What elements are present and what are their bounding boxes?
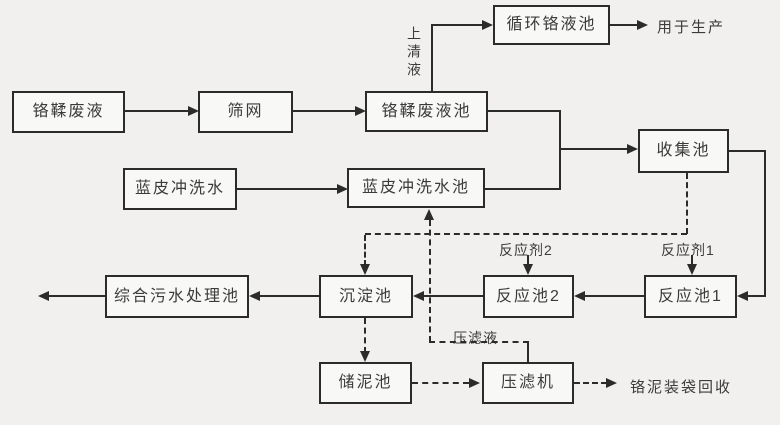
node-label: 铬鞣废液 [32, 103, 105, 120]
edge-collection-to-reaction1 [747, 295, 766, 297]
bottom-white-strip [0, 425, 780, 434]
node-blue-hide-rinse-water: 蓝皮冲洗水 [123, 168, 237, 210]
label-press-filtrate: 压滤液 [451, 328, 500, 348]
edge-filtrate-return-horizontal [429, 341, 529, 343]
node-label: 储泥池 [338, 374, 393, 391]
node-label: 蓝皮冲洗水 [134, 180, 225, 197]
label-supernatant: 上清液 [406, 26, 422, 80]
arrowhead-right-icon [188, 106, 199, 116]
arrowhead-left-icon [249, 291, 260, 301]
arrowhead-right-icon [627, 144, 638, 154]
node-label: 综合污水处理池 [113, 287, 240, 305]
label-reagent-2: 反应剂2 [499, 242, 553, 258]
edge-sludge-to-press [412, 382, 469, 384]
edge-reaction2-to-sedimentation [423, 295, 483, 297]
arrowhead-right-icon [606, 378, 617, 388]
arrowhead-down-icon [523, 264, 533, 275]
arrowhead-down-icon [360, 264, 370, 275]
edge-reaction1-to-reaction2 [584, 295, 644, 297]
arrowhead-up-icon [424, 209, 434, 220]
node-reaction-pool-1: 反应池1 [644, 275, 737, 318]
node-sedimentation-pool: 沉淀池 [319, 275, 413, 318]
node-label: 铬鞣废液池 [381, 102, 472, 120]
edge-dashed-distribution-line [365, 233, 687, 235]
edge-reagent2-feed [527, 255, 529, 267]
edge-press-to-recovery [574, 382, 607, 384]
arrowhead-right-icon [469, 378, 480, 388]
edge-screen-to-waste-pool [293, 110, 356, 112]
node-reaction-pool-2: 反应池2 [483, 275, 574, 318]
edge-merge-to-collection [559, 148, 628, 150]
edge-sedimentation-to-comprehensive [259, 295, 319, 297]
arrowhead-left-icon [737, 291, 748, 301]
edge-rinse-pool-out [485, 188, 561, 190]
edge-rinse-to-rinse-pool [237, 188, 338, 190]
edge-filtrate-return-vertical [429, 220, 431, 342]
node-sludge-storage-pool: 储泥池 [319, 362, 412, 404]
node-label: 蓝皮冲洗水池 [361, 179, 470, 196]
arrowhead-right-icon [337, 184, 348, 194]
edge-recycle-to-production [610, 24, 638, 26]
label-chrome-sludge-bagged-recovery: 铬泥装袋回收 [630, 379, 733, 396]
node-label: 反应池2 [496, 287, 561, 305]
edge-dashed-to-sedimentation [364, 235, 366, 266]
node-recycled-chrome-liquor-pool: 循环铬液池 [493, 5, 610, 45]
edge-waste-pool-out [488, 110, 561, 112]
node-comprehensive-sewage-treatment-pool: 综合污水处理池 [105, 275, 249, 318]
arrowhead-right-icon [355, 106, 366, 116]
edge-merge-vertical [559, 110, 561, 190]
node-label: 收集池 [656, 142, 711, 159]
arrowhead-down-icon [360, 351, 370, 362]
edge-reagent1-feed [691, 255, 693, 267]
edge-collection-out [729, 150, 766, 152]
arrowhead-right-icon [482, 20, 493, 30]
label-reagent-1: 反应剂1 [661, 242, 715, 258]
edge-filtrate-from-press [527, 341, 529, 362]
edge-supernatant-vertical [431, 24, 433, 91]
node-screen-mesh: 筛网 [198, 91, 293, 133]
edge-sedimentation-to-sludge [364, 318, 366, 353]
edge-comprehensive-outlet [49, 295, 105, 297]
node-label: 压滤机 [500, 374, 555, 391]
arrowhead-left-icon [413, 291, 424, 301]
node-chrome-waste-liquor-pool: 铬鞣废液池 [365, 91, 488, 132]
edge-collection-down [764, 150, 766, 297]
node-label: 循环铬液池 [506, 16, 597, 33]
node-chrome-tanning-waste-liquor: 铬鞣废液 [12, 91, 125, 133]
arrowhead-left-icon [574, 291, 585, 301]
node-collection-pool: 收集池 [638, 129, 729, 173]
edge-collection-dashed-down [686, 173, 688, 234]
arrowhead-down-icon [687, 264, 697, 275]
node-label: 反应池1 [658, 287, 723, 305]
node-filter-press: 压滤机 [482, 362, 574, 404]
node-label: 沉淀池 [338, 287, 393, 305]
edge-waste-to-screen [125, 110, 190, 112]
node-label: 筛网 [227, 103, 264, 120]
edge-supernatant-horizontal [431, 24, 483, 26]
arrowhead-left-icon [38, 291, 49, 301]
arrowhead-right-icon [637, 20, 648, 30]
label-for-production: 用于生产 [657, 19, 726, 36]
node-blue-hide-rinse-water-pool: 蓝皮冲洗水池 [347, 168, 485, 208]
